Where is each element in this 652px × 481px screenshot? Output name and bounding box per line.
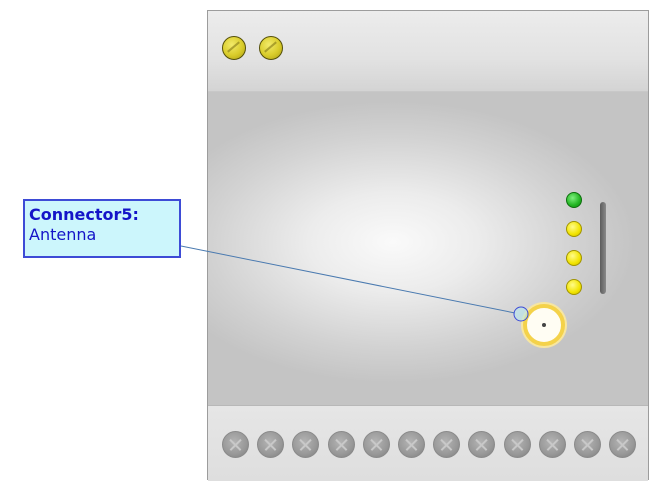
antenna-connector[interactable] <box>523 304 565 346</box>
callout-title: Connector5: <box>29 205 139 224</box>
terminal-screw-1 <box>222 431 249 458</box>
terminal-screw-3 <box>292 431 320 458</box>
terminal-screw-8 <box>468 431 496 458</box>
antenna-center-pin <box>542 323 546 327</box>
device-housing <box>207 10 649 481</box>
terminal-screw-11 <box>574 431 601 458</box>
status-led-yellow-1 <box>566 221 582 237</box>
terminal-screw-7 <box>433 431 461 458</box>
screw-1 <box>222 36 246 60</box>
status-led-yellow-2 <box>566 250 582 266</box>
terminal-screw-9 <box>503 431 531 458</box>
terminal-screw-2 <box>257 431 285 458</box>
screw-2 <box>259 36 283 60</box>
callout-subtitle: Antenna <box>29 225 97 244</box>
connector-callout[interactable]: Connector5: Antenna <box>23 199 181 258</box>
terminal-screw-10 <box>538 431 566 458</box>
terminal-screw-12 <box>609 431 637 458</box>
status-led-green <box>566 192 582 208</box>
callout-leader-line <box>180 245 516 314</box>
indicator-slot <box>600 202 606 294</box>
device-front-panel <box>208 91 648 406</box>
terminal-screw-4 <box>327 431 355 458</box>
terminal-screw-6 <box>398 431 425 458</box>
terminal-screw-5 <box>362 431 390 458</box>
connector-marker[interactable] <box>513 306 529 322</box>
device-top-section <box>208 11 648 91</box>
terminal-block <box>208 406 648 481</box>
status-led-yellow-3 <box>566 279 582 295</box>
